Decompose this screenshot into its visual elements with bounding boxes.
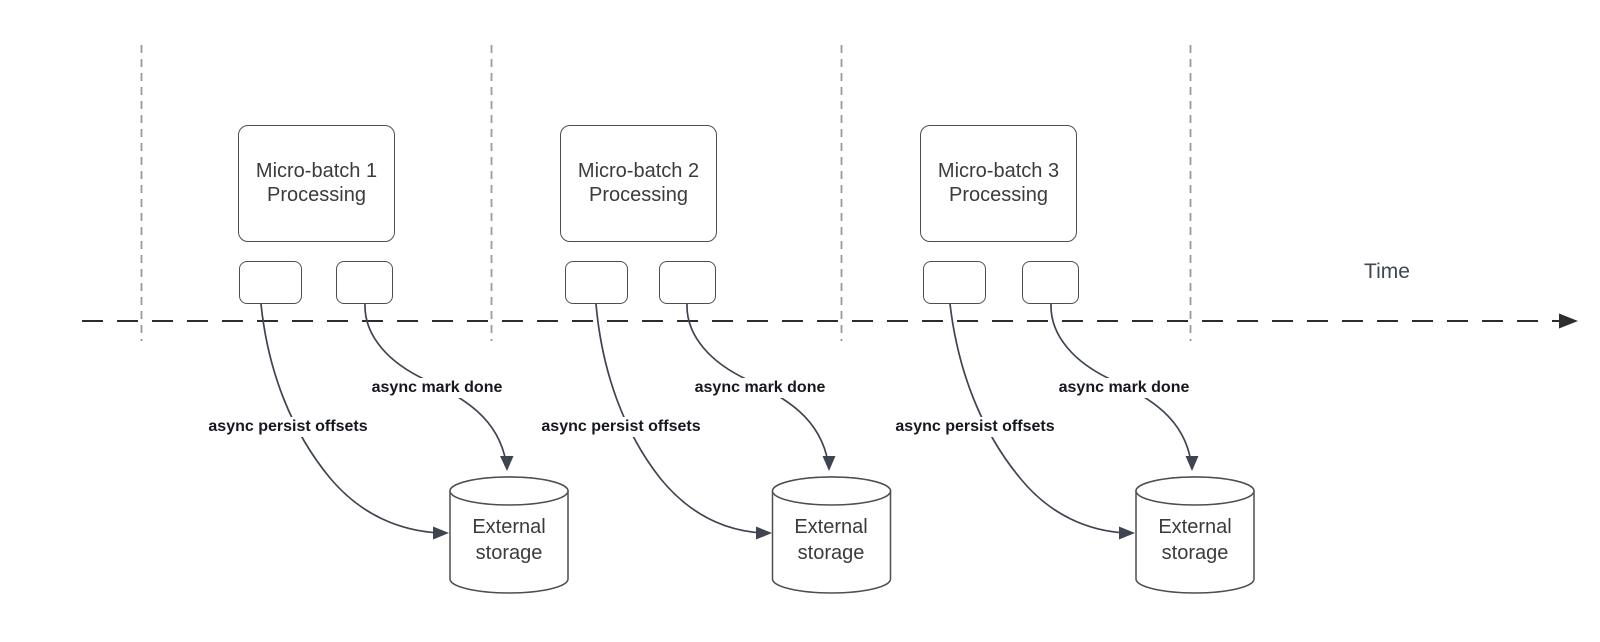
mark-done-arrowhead-icon-3 bbox=[1185, 456, 1199, 471]
external-storage-label: External storage bbox=[1136, 514, 1254, 566]
micro-batch-1-box: Micro-batch 1 Processing bbox=[238, 125, 395, 242]
time-axis-label: Time bbox=[1364, 260, 1410, 283]
external-storage-line2: storage bbox=[1161, 542, 1229, 564]
persist-offsets-label: async persist offsets bbox=[892, 417, 1058, 437]
external-storage-line2: storage bbox=[797, 542, 865, 564]
external-storage-line2: storage bbox=[475, 542, 543, 564]
database-cylinder-icon-1 bbox=[449, 476, 569, 594]
micro-batch-title-line2: Processing bbox=[589, 183, 688, 206]
external-storage-label: External storage bbox=[450, 514, 568, 566]
micro-batch-title-line2: Processing bbox=[949, 183, 1048, 206]
offset-task-box-2b bbox=[659, 261, 716, 304]
external-storage-line1: External bbox=[472, 516, 546, 538]
database-cylinder-icon-3 bbox=[1135, 476, 1255, 594]
database-cylinder-icon-2 bbox=[771, 476, 892, 594]
persist-offsets-label: async persist offsets bbox=[538, 417, 704, 437]
persist-offsets-label: async persist offsets bbox=[205, 417, 371, 437]
micro-batch-2-box: Micro-batch 2 Processing bbox=[560, 125, 717, 242]
offset-task-box-2a bbox=[565, 261, 628, 304]
offset-task-box-3a bbox=[923, 261, 986, 304]
external-storage-line1: External bbox=[1158, 516, 1232, 538]
time-axis-arrowhead-icon bbox=[1559, 313, 1578, 329]
micro-batch-title-line1: Micro-batch 3 bbox=[937, 160, 1060, 182]
offset-task-box-1b bbox=[336, 261, 393, 304]
micro-batch-title-line1: Micro-batch 1 bbox=[255, 160, 378, 182]
persist-offsets-arrow-2 bbox=[595, 303, 764, 534]
micro-batch-title-line2: Processing bbox=[267, 183, 366, 206]
persist-offsets-arrow-1 bbox=[260, 303, 441, 534]
micro-batch-title-line1: Micro-batch 2 bbox=[577, 160, 700, 182]
micro-batch-3-box: Micro-batch 3 Processing bbox=[920, 125, 1077, 242]
mark-done-label: async mark done bbox=[368, 378, 506, 398]
mark-done-arrowhead-icon-1 bbox=[500, 456, 514, 471]
mark-done-arrowhead-icon-2 bbox=[822, 456, 836, 471]
offset-task-box-1a bbox=[239, 261, 302, 304]
mark-done-label: async mark done bbox=[691, 378, 829, 398]
offset-task-box-3b bbox=[1022, 261, 1079, 304]
mark-done-label: async mark done bbox=[1055, 378, 1193, 398]
persist-offsets-arrowhead-icon-1 bbox=[433, 526, 449, 540]
external-storage-label: External storage bbox=[772, 514, 890, 566]
persist-offsets-arrowhead-icon-3 bbox=[1119, 526, 1135, 540]
external-storage-line1: External bbox=[794, 516, 868, 538]
persist-offsets-arrow-3 bbox=[949, 303, 1127, 534]
persist-offsets-arrowhead-icon-2 bbox=[756, 526, 772, 540]
